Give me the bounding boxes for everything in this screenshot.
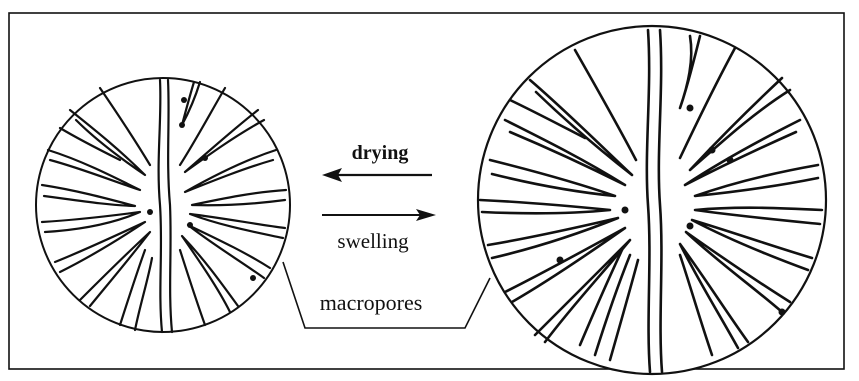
swelling-arrow bbox=[322, 209, 436, 221]
dried-particle bbox=[36, 78, 290, 332]
swelling-label: swelling bbox=[337, 229, 409, 253]
drying-arrow bbox=[322, 168, 432, 182]
drying-label: drying bbox=[352, 142, 409, 164]
macropores-label: macropores bbox=[320, 290, 423, 315]
swollen-particle bbox=[478, 26, 826, 374]
